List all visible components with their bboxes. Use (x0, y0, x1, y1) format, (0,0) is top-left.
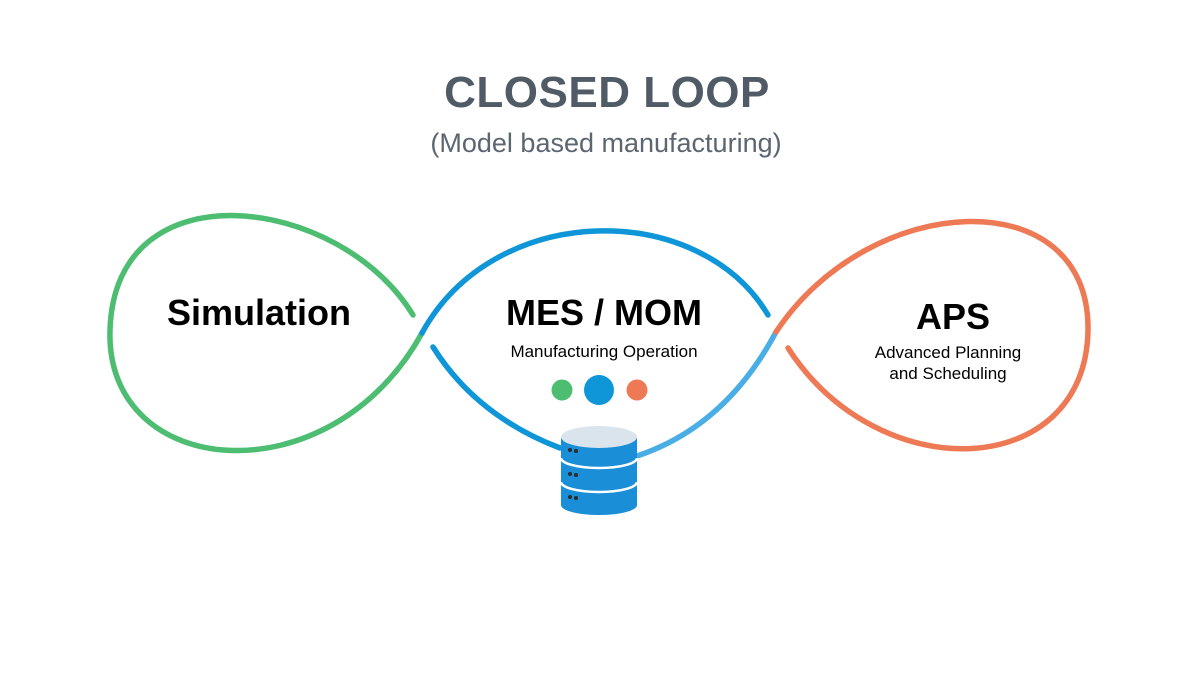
aps-sublabel-line1: Advanced Planning (874, 343, 1022, 362)
aps-label: APS (915, 296, 991, 337)
mes-mom-sublabel: Manufacturing Operation (510, 342, 698, 361)
mes-loop-bottom-right (634, 329, 779, 459)
simulation-label: Simulation (166, 292, 351, 333)
mes-mom-label: MES / MOM (506, 292, 702, 333)
diagram-subtitle: (Model based manufacturing) (430, 128, 782, 158)
dot-orange (626, 379, 648, 401)
mes-loop-bottom-left (430, 344, 563, 451)
dot-blue (584, 375, 614, 405)
aps-sublabel-line2: and Scheduling (889, 364, 1007, 383)
diagram-title: CLOSED LOOP (444, 68, 770, 117)
dot-green (551, 379, 573, 401)
database-icon (559, 426, 639, 515)
mes-loop-top (419, 228, 771, 336)
aps-loop (773, 218, 1091, 452)
simulation-loop (107, 212, 425, 454)
